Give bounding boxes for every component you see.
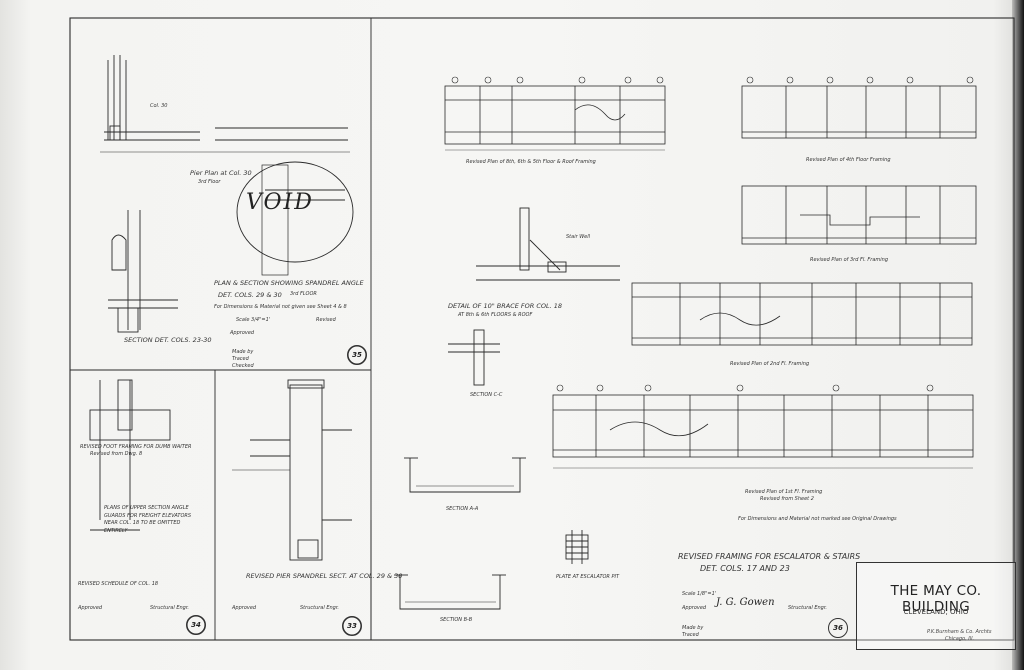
revised-from: Revised from Dwg. 8 [90,451,143,457]
col-label: Col. 30 [150,103,168,109]
structural-engr-mid: Structural Engr. [300,605,340,611]
framing-plan-8th [444,85,666,151]
plan-section-label: PLAN & SECTION SHOWING SPANDREL ANGLE [214,279,364,287]
plate-escalator-label: PLATE AT ESCALATOR PIT [556,574,620,580]
sheet-number-36: 36 [828,618,848,638]
traced-by: Traced [232,356,249,362]
architect-firm: P.K.Burnham & Co. Archts [927,629,992,635]
scale-top: Scale 3/4"=1' [236,317,271,323]
approved-sig-mid: Approved [232,605,257,611]
revised-framing-dumbwaiter: REVISED FOOT FRAMING FOR DUMB WAITER [80,444,192,450]
approved-sig-left: Approved [78,605,103,611]
dumb-waiter-drawing [89,379,171,531]
framing-plan-4th [741,85,977,139]
made-by: Made by [232,349,254,355]
checked-by: Checked [232,363,254,369]
revised-schedule: REVISED SCHEDULE OF COL. 18 [78,581,159,587]
approved-main: Approved [682,605,707,611]
pier-plan-drawing [100,55,350,153]
void-label: VOID [246,190,314,215]
made-by-main: Made by [682,625,704,631]
revised-plan-1st: Revised Plan of 1st Fl. Framing [745,489,823,495]
building-name: THE MAY CO. BUILDING [890,583,982,615]
revised-from-sheet: Revised from Sheet 2 [760,496,814,502]
traced-by-main: Traced [682,632,699,638]
dimensions-note: For Dimensions & Material not given see … [214,304,347,310]
structural-engr-main: Structural Engr. [788,605,828,611]
revised-pier-label: REVISED PIER SPANDREL SECT. AT COL. 29 &… [246,572,403,580]
section-det-label: SECTION DET. COLS. 23-30 [124,336,212,344]
sheet-number-33: 33 [342,616,362,636]
architect-city: Chicago, Ill. [945,636,975,642]
section-cc-label: SECTION C-C [470,392,503,398]
revised-plan-3rd: Revised Plan of 3rd Fl. Framing [810,257,889,263]
revised-plan-2nd: Revised Plan of 2nd Fl. Framing [730,361,810,367]
plans-upper-note: PLANS OF UPPER SECTION ANGLE GUARDS FOR … [104,505,192,534]
section-aa-drawing [404,457,526,493]
section-aa-label: SECTION A-A [446,506,479,512]
scan-edge [1012,0,1024,670]
det-cols-17-23: DET. COLS. 17 AND 23 [700,564,790,573]
void-detail-circle [236,161,354,263]
revised-framing-title: REVISED FRAMING FOR ESCALATOR & STAIRS [678,552,861,561]
pier-spandrel-drawing [232,379,352,561]
signature-main: J. G. Gowen [716,597,775,608]
detail-brace-label: DETAIL OF 10" BRACE FOR COL. 18 [448,302,563,310]
section-cc-drawing [448,329,500,386]
brace-detail-drawing [476,207,620,281]
section-cols-drawing [108,210,178,333]
escalator-plate-drawing [565,530,589,564]
scale-main: Scale 1/8"=1' [682,591,717,597]
stair-well-label: Stair Well [566,234,591,240]
framing-plan-1st [552,394,974,469]
structural-engr-left: Structural Engr. [150,605,190,611]
sheet-number-35: 35 [347,345,367,365]
sheet-number-34: 34 [186,615,206,635]
pier-plan-label: Pier Plan at Col. 30 [190,169,252,177]
pier-plan-floor: 3rd Floor [198,179,221,185]
detail-brace-sub: AT 8th & 6th FLOORS & ROOF [458,312,533,318]
section-bb-label: SECTION B-B [440,617,473,623]
framing-plan-3rd [741,185,977,245]
building-city: CLEVELAND, OHIO [903,608,969,616]
section-bb-drawing [394,574,506,610]
revised-plan-8th: Revised Plan of 8th, 6th & 5th Floor & R… [466,159,596,165]
framing-plan-2nd [631,282,973,346]
dimension-note-main: For Dimensions and Material not marked s… [738,516,897,522]
revised-plan-4th: Revised Plan of 4th Floor Framing [806,157,891,163]
title-block: THE MAY CO. BUILDING CLEVELAND, OHIO P.K… [856,562,1016,650]
approved-top: Approved [230,330,255,336]
det-cols-label: DET. COLS. 29 & 30 [218,291,282,299]
det-cols-floor: 3rd FLOOR [290,291,317,297]
revised-top: Revised [316,317,336,323]
